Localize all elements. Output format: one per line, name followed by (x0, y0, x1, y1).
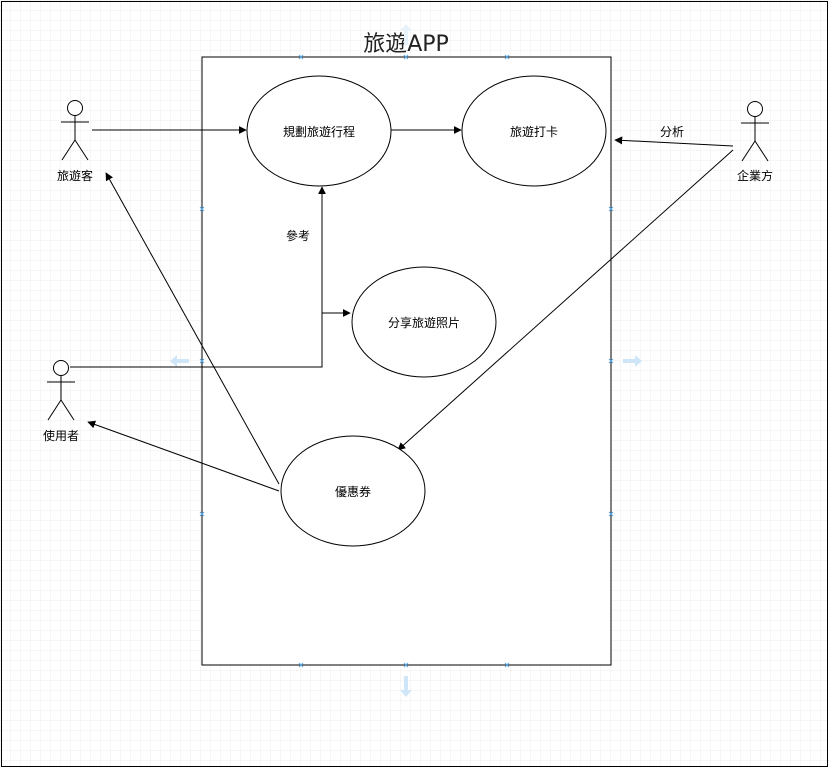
edge-user-plan (70, 186, 326, 368)
handle-bottom-mid (403, 662, 409, 668)
edge-label-analysis: 分析 (660, 125, 684, 139)
arrow-up-handle (400, 24, 412, 45)
handle-top-mid (403, 54, 409, 60)
edge-coupon-traveler (105, 172, 280, 485)
handle-top-right (504, 54, 510, 60)
arrow-right-handle (623, 355, 642, 367)
arrow-down-handle (400, 676, 412, 697)
use-case-coupon[interactable]: 優惠券 (280, 435, 426, 547)
actor-traveler-label: 旅遊客 (57, 168, 93, 183)
edge-label-reference: 參考 (286, 228, 310, 243)
handle-left-mid (199, 358, 205, 364)
edge-enterprise-checkin (614, 136, 734, 147)
actor-enterprise[interactable] (741, 101, 769, 162)
use-case-plan[interactable]: 規劃旅遊行程 (246, 75, 392, 187)
handle-bottom-left (298, 662, 304, 668)
handle-bottom-right (504, 662, 510, 668)
use-case-share-label: 分享旅遊照片 (388, 315, 460, 330)
handle-left-top (199, 206, 205, 212)
actor-enterprise-label: 企業方 (737, 168, 773, 183)
handle-right-bottom (608, 511, 614, 517)
edge-enterprise-coupon (397, 149, 734, 451)
connectors[interactable] (70, 126, 734, 492)
handle-right-mid (608, 358, 614, 364)
actor-user-label: 使用者 (43, 428, 79, 443)
arrow-left-handle (170, 355, 189, 367)
use-case-checkin-label: 旅遊打卡 (510, 124, 558, 139)
use-case-share[interactable]: 分享旅遊照片 (351, 266, 497, 378)
handle-top-left (298, 54, 304, 60)
use-case-checkin[interactable]: 旅遊打卡 (461, 75, 607, 187)
actor-traveler[interactable] (61, 100, 89, 161)
handle-left-bottom (199, 511, 205, 517)
actor-enterprise-head (747, 101, 763, 117)
handle-right-top (608, 206, 614, 212)
actor-traveler-head (67, 100, 83, 116)
actor-user-head (53, 360, 69, 376)
edge-coupon-user (87, 420, 280, 492)
selection-handles[interactable] (199, 54, 614, 668)
actor-user[interactable] (47, 360, 75, 421)
connection-arrows[interactable] (170, 24, 642, 697)
use-case-plan-label: 規劃旅遊行程 (283, 124, 355, 139)
use-case-coupon-label: 優惠券 (335, 484, 371, 499)
